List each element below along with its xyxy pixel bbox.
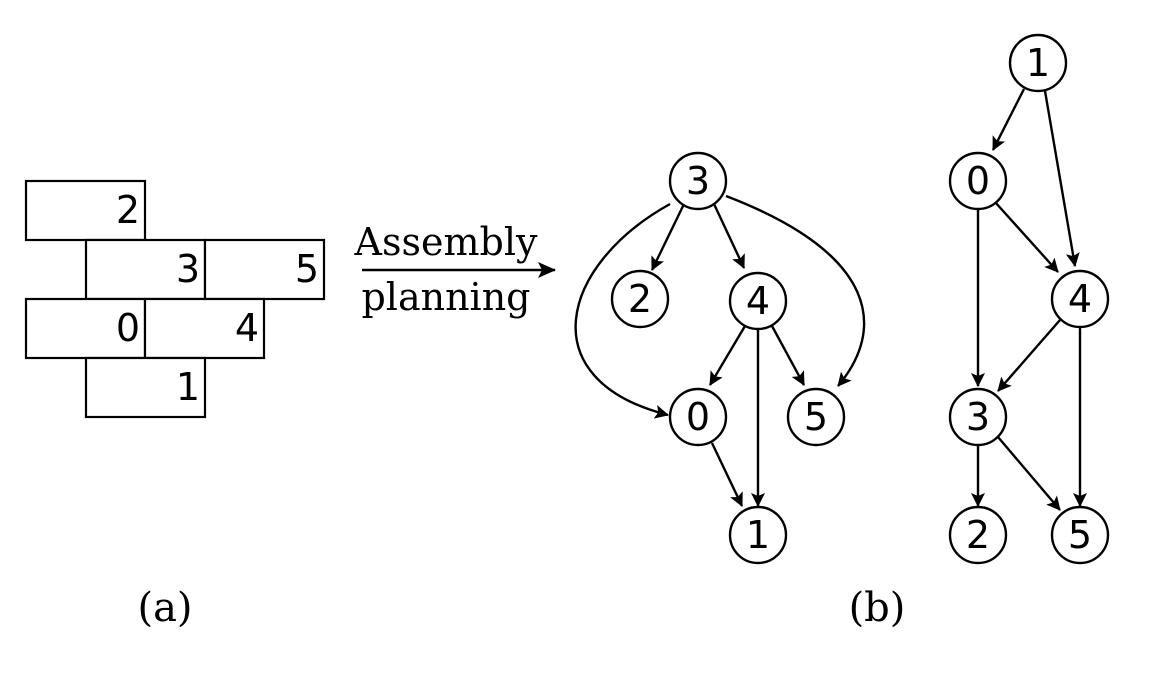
graph-2-node-0-label: 0 xyxy=(966,159,990,203)
graph-1-node-5: 5 xyxy=(786,387,846,447)
edge-3-5 xyxy=(725,194,866,387)
graph-1-node-2-label: 2 xyxy=(628,277,652,321)
graph-2-node-5-label: 5 xyxy=(1068,513,1092,557)
edge-3-4 xyxy=(712,203,746,269)
edge-0-4 xyxy=(994,201,1059,273)
block-2: 2 xyxy=(24,179,147,242)
graph-2-node-4: 4 xyxy=(1050,269,1110,329)
arrow-label-bottom: planning xyxy=(361,275,530,319)
block-2-label: 2 xyxy=(116,188,140,232)
graph-1-edges xyxy=(574,194,866,507)
graph-2-node-2-label: 2 xyxy=(966,513,990,557)
graph-1-node-0-label: 0 xyxy=(686,395,710,439)
graph-1-node-4-label: 4 xyxy=(746,279,770,323)
edge-0-1 xyxy=(710,442,744,507)
block-0-label: 0 xyxy=(116,306,140,350)
graph-2-node-0: 0 xyxy=(948,151,1008,211)
graph-1-node-4: 4 xyxy=(728,271,788,331)
block-5: 5 xyxy=(203,238,326,301)
graph-1-node-3-label: 3 xyxy=(686,159,710,203)
caption-a: (a) xyxy=(137,585,192,631)
graph-2-edges xyxy=(971,88,1087,511)
graph-1-node-0: 0 xyxy=(668,387,728,447)
block-structure: 2 3 5 0 4 1 xyxy=(24,179,326,419)
edge-4-3 xyxy=(997,319,1061,392)
edge-4-5 xyxy=(770,325,806,386)
edge-1-4 xyxy=(1043,90,1080,267)
block-5-label: 5 xyxy=(295,247,319,291)
graph-2-node-4-label: 4 xyxy=(1068,277,1092,321)
edge-3-2 xyxy=(650,203,686,271)
graph-2-node-3: 3 xyxy=(948,387,1008,447)
block-4: 4 xyxy=(143,297,266,360)
graph-2-node-5: 5 xyxy=(1050,505,1110,565)
block-1: 1 xyxy=(84,356,207,419)
graph-2-node-2: 2 xyxy=(948,505,1008,565)
edge-3-0 xyxy=(574,202,671,419)
block-3: 3 xyxy=(84,238,207,301)
edge-3-5 xyxy=(997,436,1061,511)
block-4-label: 4 xyxy=(235,306,259,350)
graph-2-node-3-label: 3 xyxy=(966,395,990,439)
edge-4-0 xyxy=(708,325,747,386)
block-3-label: 3 xyxy=(176,247,200,291)
arrow-label-top: Assembly xyxy=(354,220,538,264)
precedence-graph-1: 3 2 4 0 5 1 xyxy=(574,151,866,565)
graph-1-node-2: 2 xyxy=(610,269,670,329)
graph-2-node-1-label: 1 xyxy=(1026,41,1050,85)
graph-1-node-1: 1 xyxy=(728,505,788,565)
precedence-graph-2: 1 0 4 3 2 5 xyxy=(948,33,1110,565)
edge-1-0 xyxy=(991,88,1026,151)
graph-2-node-1: 1 xyxy=(1008,33,1068,93)
graph-1-node-5-label: 5 xyxy=(804,395,828,439)
caption-b: (b) xyxy=(849,585,906,631)
graph-1-node-1-label: 1 xyxy=(746,513,770,557)
assembly-planning-arrow: Assembly planning xyxy=(354,220,556,319)
graph-1-node-3: 3 xyxy=(668,151,728,211)
block-1-label: 1 xyxy=(176,365,200,409)
block-0: 0 xyxy=(24,297,147,360)
